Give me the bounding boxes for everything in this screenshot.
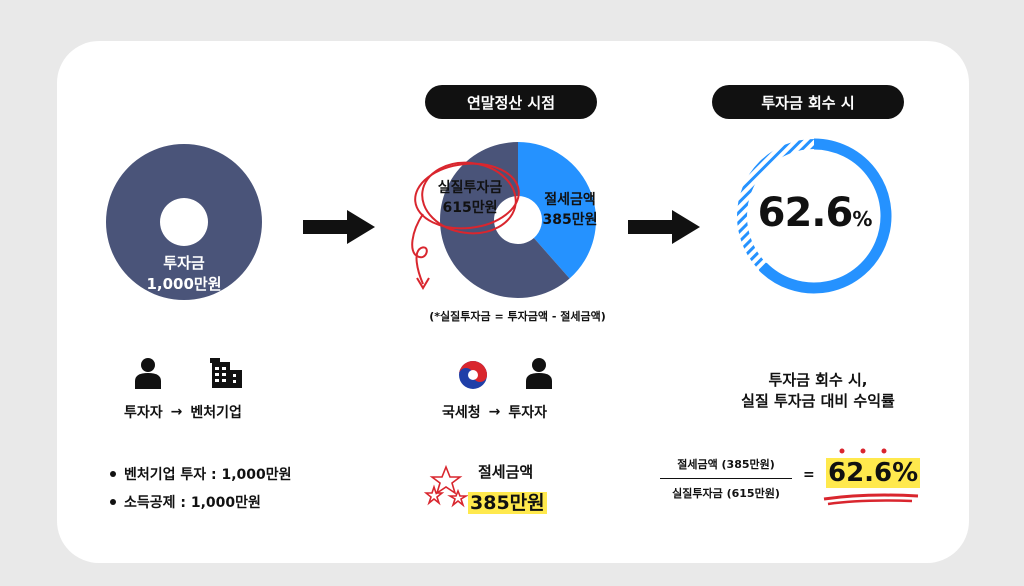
venture-label: 벤처기업 — [190, 405, 242, 421]
bullet-deduction: 소득공제 : 1,000만원 — [124, 495, 261, 511]
content-card — [57, 41, 969, 563]
equals-sign: = — [803, 467, 815, 483]
saving-value: 385만원 — [468, 492, 547, 514]
stars-icon — [424, 465, 469, 508]
arrow-icon: → — [170, 404, 183, 420]
slice-actual-investment — [440, 142, 570, 298]
gauge-percent-value: 62.6 — [757, 190, 854, 236]
gauge-arc — [758, 138, 892, 294]
underline-scribble-icon — [823, 493, 919, 506]
tax-saving-label: 절세금액 — [544, 192, 596, 208]
bullet-investment: 벤처기업 투자 : 1,000만원 — [124, 467, 292, 483]
bullet-dot — [110, 499, 116, 505]
arrow-right-icon — [303, 210, 375, 244]
saving-title: 절세금액 — [478, 463, 534, 481]
nts-label: 국세청 — [442, 405, 481, 421]
actual-investment-amount: 615만원 — [442, 200, 498, 216]
formula-note: (*실질투자금 = 투자금액 - 절세금액) — [429, 310, 606, 323]
scribble-circle-icon — [411, 161, 520, 290]
result-percent: 62.6% — [826, 458, 921, 488]
year-end-header: 연말정산 시점 — [425, 85, 597, 119]
fraction-line — [660, 478, 792, 479]
return-desc-line2: 실질 투자금 대비 수익률 — [741, 392, 895, 410]
arrow-icon: → — [488, 404, 501, 420]
return-gauge — [737, 138, 892, 294]
investor-label: 투자자 — [124, 405, 163, 421]
person-icon — [526, 358, 552, 389]
building-icon — [210, 358, 242, 388]
actual-investment-label: 실질투자금 — [437, 180, 503, 196]
slice-tax-saving — [518, 142, 596, 279]
return-desc-line1: 투자금 회수 시, — [768, 371, 868, 389]
person-icon — [135, 358, 161, 389]
investment-donut-ring — [105, 144, 262, 300]
split-donut — [440, 142, 596, 298]
tax-saving-amount: 385만원 — [542, 212, 598, 228]
investor-label: 투자자 — [508, 405, 548, 421]
arrow-right-icon — [628, 210, 700, 244]
taegeuk-icon — [459, 361, 487, 389]
investment-label: 투자금 — [163, 254, 205, 272]
bullet-dot — [110, 471, 116, 477]
investment-donut — [105, 144, 262, 300]
recovery-header: 투자금 회수 시 — [712, 85, 904, 119]
fraction-numerator: 절세금액 (385만원) — [677, 458, 775, 471]
fraction-denominator: 실질투자금 (615만원) — [672, 487, 780, 500]
emphasis-dots-icon — [839, 448, 887, 454]
investment-amount: 1,000만원 — [146, 275, 222, 293]
gauge-percent-sign: % — [852, 207, 873, 231]
